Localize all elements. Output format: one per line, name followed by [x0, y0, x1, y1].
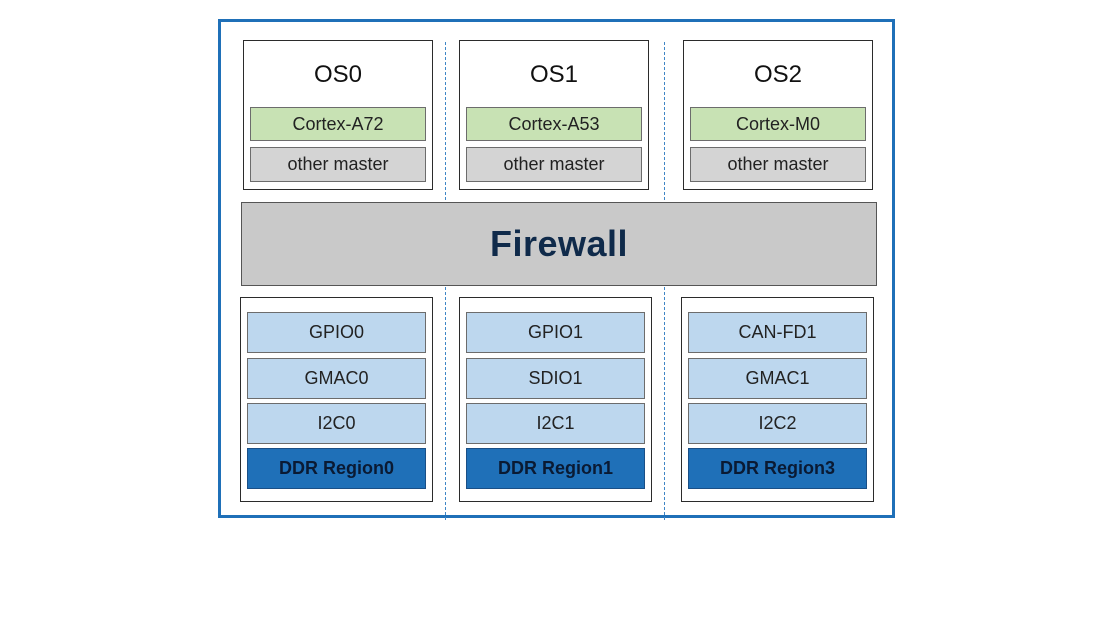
ddr-region-block: DDR Region3	[688, 448, 867, 489]
peripheral-block: GMAC0	[247, 358, 426, 399]
resource-group-box: GPIO0 GMAC0 I2C0 DDR Region0	[240, 297, 433, 502]
os-title: OS2	[753, 61, 803, 88]
os-title: OS1	[529, 61, 579, 88]
peripheral-block: GPIO0	[247, 312, 426, 353]
ddr-region-block: DDR Region1	[466, 448, 645, 489]
peripheral-block: CAN-FD1	[688, 312, 867, 353]
cpu-core-block: Cortex-A72	[250, 107, 426, 141]
other-master-block: other master	[250, 147, 426, 182]
peripheral-block: GMAC1	[688, 358, 867, 399]
peripheral-block: I2C1	[466, 403, 645, 444]
peripheral-block: GPIO1	[466, 312, 645, 353]
peripheral-block: SDIO1	[466, 358, 645, 399]
cpu-core-block: Cortex-M0	[690, 107, 866, 141]
os-title: OS0	[313, 61, 363, 88]
os-domain-box: OS2 Cortex-M0 other master	[683, 40, 873, 190]
resource-group-box: GPIO1 SDIO1 I2C1 DDR Region1	[459, 297, 652, 502]
resource-group-box: CAN-FD1 GMAC1 I2C2 DDR Region3	[681, 297, 874, 502]
diagram-frame: OS0 Cortex-A72 other master OS1 Cortex-A…	[218, 19, 895, 520]
other-master-block: other master	[690, 147, 866, 182]
cpu-core-block: Cortex-A53	[466, 107, 642, 141]
os-domain-box: OS1 Cortex-A53 other master	[459, 40, 649, 190]
peripheral-block: I2C0	[247, 403, 426, 444]
firewall-bar: Firewall	[241, 202, 877, 286]
other-master-block: other master	[466, 147, 642, 182]
os-domain-box: OS0 Cortex-A72 other master	[243, 40, 433, 190]
ddr-region-block: DDR Region0	[247, 448, 426, 489]
peripheral-block: I2C2	[688, 403, 867, 444]
